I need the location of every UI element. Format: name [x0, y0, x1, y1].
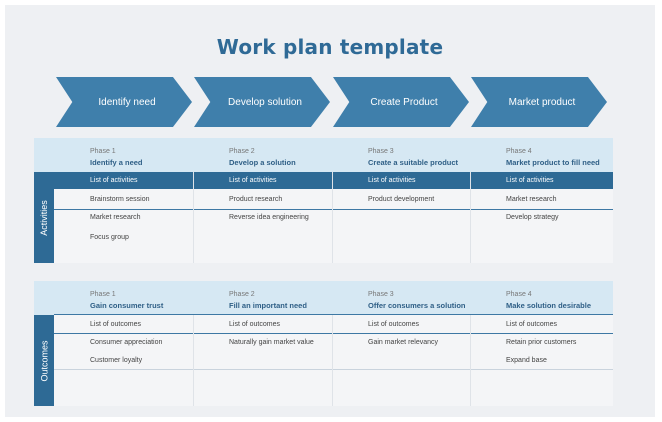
activity-item: Product development	[368, 196, 435, 203]
outcomes-phase-4-label: Phase 4	[506, 291, 532, 298]
process-arrow-develop-solution: Develop solution	[194, 77, 330, 127]
activity-item: Product research	[229, 196, 283, 203]
process-arrow-identify-need: Identify need	[56, 77, 192, 127]
outcomes-phase-header	[34, 281, 613, 315]
outcome-item: Retain prior customers	[506, 339, 577, 346]
template-page: Work plan template Identify need Develop…	[5, 5, 655, 417]
outcome-item: Consumer appreciation	[90, 339, 163, 346]
activity-item: Focus group	[90, 234, 129, 241]
outcome-item: Gain market relevancy	[368, 339, 439, 346]
activities-phase-1-label: Phase 1	[90, 148, 116, 155]
outcomes-list-label: List of outcomes	[90, 321, 141, 328]
activity-item: Market research	[90, 214, 141, 221]
outcomes-phase-3-name: Offer consumers a solution	[368, 301, 466, 310]
outcome-item: Naturally gain market value	[229, 339, 314, 346]
outcomes-phase-1-name: Gain consumer trust	[90, 301, 164, 310]
outcome-item: Expand base	[506, 357, 547, 364]
activities-phase-1-name: Identify a need	[90, 158, 143, 167]
outcomes-row-divider	[54, 333, 613, 334]
activities-list-label: List of activities	[506, 177, 554, 184]
activity-item: Develop strategy	[506, 214, 559, 221]
activities-phase-4-label: Phase 4	[506, 148, 532, 155]
activities-phase-header	[34, 138, 613, 172]
outcome-item: Customer loyalty	[90, 357, 143, 364]
outcomes-header-divider	[54, 314, 613, 315]
process-arrow-market-product: Market product	[471, 77, 607, 127]
activities-section: Activities Phase 1 Identify a need List …	[34, 138, 613, 263]
activities-list-label: List of activities	[368, 177, 416, 184]
process-arrow-create-product: Create Product	[333, 77, 469, 127]
activity-item: Brainstorm session	[90, 196, 150, 203]
outcomes-section: Outcomes Phase 1 Gain consumer trust Lis…	[34, 281, 613, 406]
outcomes-row-divider	[54, 369, 613, 370]
outcomes-side-label: Outcomes	[34, 315, 54, 406]
activities-phase-3-label: Phase 3	[368, 148, 394, 155]
outcomes-phase-3-label: Phase 3	[368, 291, 394, 298]
outcomes-phase-2-label: Phase 2	[229, 291, 255, 298]
outcomes-list-label: List of outcomes	[368, 321, 419, 328]
outcomes-phase-2-name: Fill an important need	[229, 301, 307, 310]
activities-list-label: List of activities	[90, 177, 138, 184]
outcomes-list-label: List of outcomes	[229, 321, 280, 328]
activities-phase-3-name: Create a suitable product	[368, 158, 459, 167]
activities-phase-4-name: Market product to fill need	[506, 158, 600, 167]
activity-item: Market research	[506, 196, 557, 203]
activities-list-label: List of activities	[229, 177, 277, 184]
activity-item: Reverse idea engineering	[229, 214, 309, 221]
activities-phase-2-label: Phase 2	[229, 148, 255, 155]
activities-row-divider	[54, 209, 613, 210]
activities-side-label: Activities	[34, 172, 54, 263]
outcomes-list-label: List of outcomes	[506, 321, 557, 328]
outcomes-phase-1-label: Phase 1	[90, 291, 116, 298]
page-title: Work plan template	[216, 35, 444, 59]
activities-phase-2-name: Develop a solution	[229, 158, 296, 167]
outcomes-phase-4-name: Make solution desirable	[506, 301, 592, 310]
